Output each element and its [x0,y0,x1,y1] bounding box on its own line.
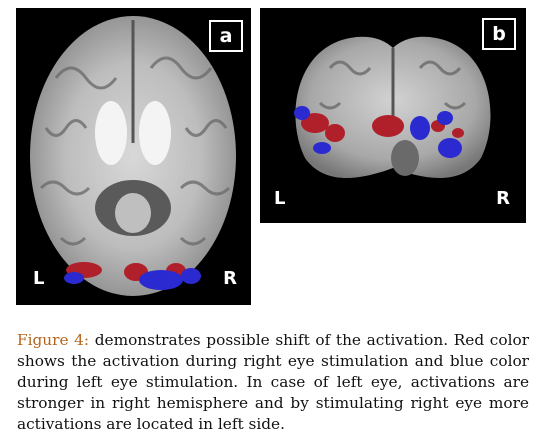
dark-region [391,140,419,176]
coronal-brain-image [294,36,491,178]
mri-panel-a: a L R [16,8,251,305]
vermis [115,193,151,233]
panel-b-left-label: L [274,188,286,209]
activation-left-eye [294,106,462,158]
panel-b-label: b [482,18,516,50]
gyri-texture [39,56,231,246]
axial-brain-image [30,16,236,296]
panel-a-left-label: L [33,268,45,289]
figure-caption: Figure 4: demonstrates possible shift of… [17,330,529,435]
figure-caption-label: Figure 4: [17,331,90,349]
gyri-texture [318,60,467,110]
brain-outline [30,16,236,296]
panel-b-right-label: R [496,188,510,209]
activation-left-eye [64,268,201,290]
panel-a-right-label: R [223,268,237,289]
left-thalamus [95,101,127,165]
mri-panel-b: b L R [260,8,526,223]
figure-caption-text: demonstrates possible shift of the activ… [17,331,530,433]
right-thalamus [139,101,171,165]
panel-a-label: a [209,20,243,52]
